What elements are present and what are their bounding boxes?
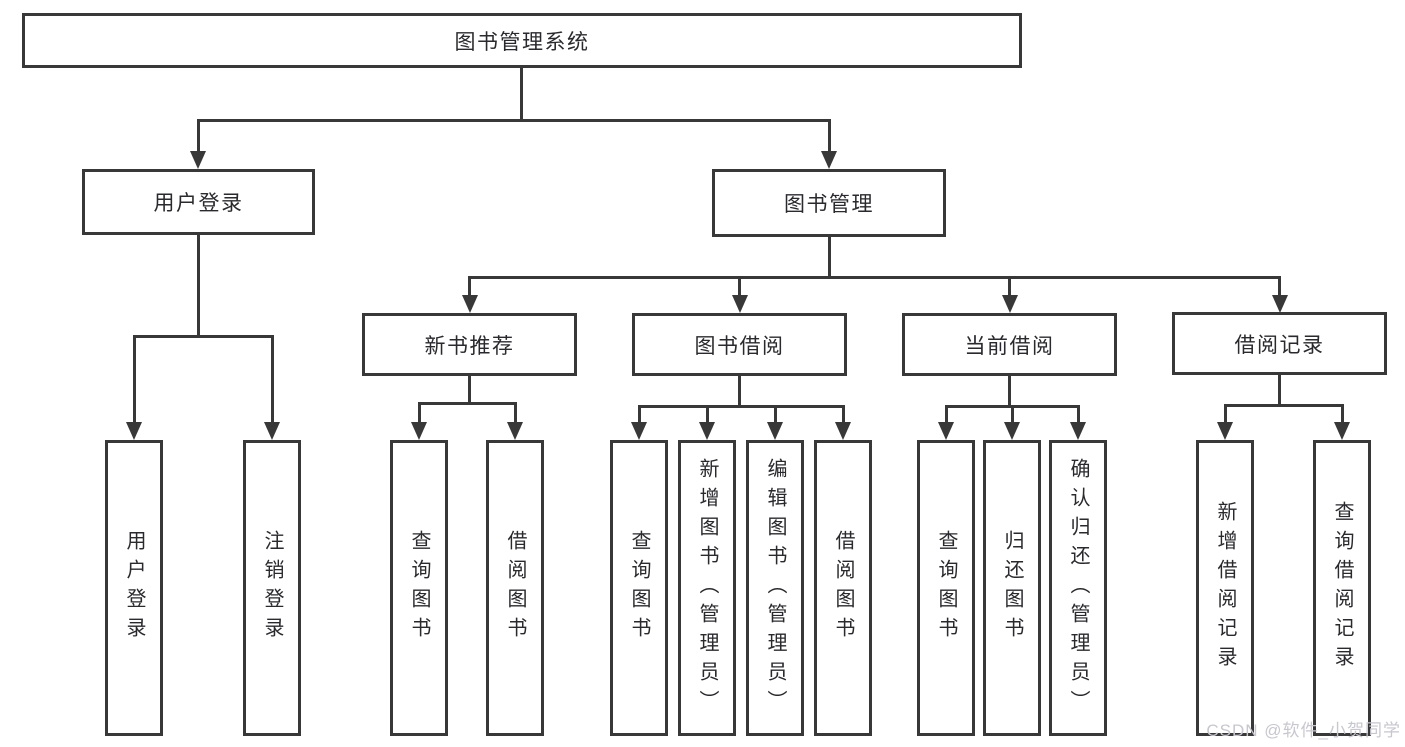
connector-line-vertical	[705, 406, 709, 424]
connector-line-horizontal	[132, 334, 274, 338]
node-user-login: 用户登录	[82, 169, 315, 235]
connector-line-vertical	[637, 406, 641, 424]
node-label: 新增图书（管理员）	[696, 457, 718, 719]
connector-line-vertical	[738, 376, 741, 408]
arrowhead-down-icon	[126, 422, 142, 440]
arrowhead-down-icon	[835, 422, 851, 440]
arrowhead-down-icon	[461, 295, 478, 313]
node-logout-feature: 注销登录	[243, 440, 301, 736]
node-confirm-return-admin: 确认归还（管理员）	[1049, 440, 1107, 736]
connector-line-horizontal	[196, 118, 831, 122]
connector-line-vertical	[827, 237, 831, 279]
connector-line-vertical	[1010, 406, 1014, 424]
connector-line-vertical	[841, 406, 845, 424]
connector-line-vertical	[1008, 376, 1011, 408]
connector-line-vertical	[827, 120, 831, 153]
node-label: 确认归还（管理员）	[1067, 457, 1089, 719]
node-library-system: 图书管理系统	[22, 13, 1022, 68]
arrowhead-down-icon	[699, 422, 715, 440]
connector-line-vertical	[1008, 277, 1011, 297]
node-label: 用户登录	[123, 530, 145, 646]
node-label: 查询图书	[628, 530, 650, 646]
arrowhead-down-icon	[1070, 422, 1086, 440]
arrowhead-down-icon	[411, 422, 427, 440]
node-book-management: 图书管理	[712, 169, 946, 237]
connector-line-vertical	[1223, 405, 1227, 424]
arrowhead-down-icon	[1217, 422, 1233, 440]
arrowhead-down-icon	[631, 422, 647, 440]
connector-line-vertical	[773, 406, 777, 424]
connector-line-vertical	[132, 336, 136, 424]
node-label: 图书管理系统	[454, 30, 590, 54]
connector-line-vertical	[417, 403, 421, 424]
node-query-books-3: 查询图书	[917, 440, 975, 736]
node-return-books: 归还图书	[983, 440, 1041, 736]
connector-line-vertical	[513, 403, 517, 424]
arrowhead-down-icon	[731, 295, 748, 313]
connector-line-vertical	[519, 68, 523, 122]
connector-line-vertical	[1278, 277, 1281, 297]
node-add-books-admin: 新增图书（管理员）	[678, 440, 736, 736]
node-query-books-2: 查询图书	[610, 440, 668, 736]
node-add-borrow-record: 新增借阅记录	[1196, 440, 1254, 736]
node-query-books-1: 查询图书	[390, 440, 448, 736]
node-label: 图书借阅	[694, 334, 785, 358]
node-label: 查询图书	[935, 530, 957, 646]
node-book-borrow: 图书借阅	[632, 313, 847, 376]
node-label: 当前借阅	[964, 334, 1055, 358]
arrowhead-down-icon	[507, 422, 523, 440]
watermark: CSDN @软件_小贺同学	[1206, 721, 1401, 740]
node-label: 新书推荐	[424, 334, 515, 358]
node-user-login-feature: 用户登录	[105, 440, 163, 736]
connector-line-horizontal	[417, 401, 517, 405]
node-label: 注销登录	[261, 530, 283, 646]
connector-line-vertical	[1340, 405, 1344, 424]
connector-line-vertical	[1278, 375, 1281, 407]
connector-line-vertical	[944, 406, 948, 424]
connector-line-horizontal	[468, 275, 1281, 279]
node-label: 用户登录	[153, 192, 244, 215]
arrowhead-down-icon	[1334, 422, 1350, 440]
arrowhead-down-icon	[264, 422, 280, 440]
arrowhead-down-icon	[767, 422, 783, 440]
connector-line-vertical	[468, 277, 471, 297]
node-borrow-books-2: 借阅图书	[814, 440, 872, 736]
connector-line-vertical	[468, 376, 471, 405]
arrowhead-down-icon	[938, 422, 954, 440]
arrowhead-down-icon	[1271, 295, 1288, 313]
node-query-borrow-record: 查询借阅记录	[1313, 440, 1371, 736]
node-borrow-records: 借阅记录	[1172, 312, 1387, 375]
node-label: 图书管理	[784, 193, 874, 216]
node-label: 借阅图书	[832, 530, 854, 646]
connector-line-vertical	[196, 235, 200, 338]
node-label: 查询借阅记录	[1331, 501, 1353, 675]
node-label: 借阅图书	[504, 530, 526, 646]
node-label: 新增借阅记录	[1214, 501, 1236, 675]
connector-line-vertical	[1076, 406, 1080, 424]
node-label: 编辑图书（管理员）	[764, 457, 786, 719]
arrowhead-down-icon	[1001, 295, 1018, 313]
node-label: 借阅记录	[1234, 333, 1325, 357]
arrowhead-down-icon	[1004, 422, 1020, 440]
node-label: 归还图书	[1001, 530, 1023, 646]
arrowhead-down-icon	[821, 151, 837, 169]
arrowhead-down-icon	[190, 151, 206, 169]
connector-line-vertical	[270, 336, 274, 424]
node-label: 查询图书	[408, 530, 430, 646]
node-edit-books-admin: 编辑图书（管理员）	[746, 440, 804, 736]
node-current-borrow: 当前借阅	[902, 313, 1117, 376]
connector-line-horizontal	[637, 404, 845, 408]
node-borrow-books-1: 借阅图书	[486, 440, 544, 736]
connector-line-horizontal	[1223, 403, 1344, 407]
connector-line-horizontal	[944, 404, 1080, 408]
connector-line-vertical	[196, 120, 200, 153]
node-new-book-recommend: 新书推荐	[362, 313, 577, 376]
connector-line-vertical	[738, 277, 741, 297]
